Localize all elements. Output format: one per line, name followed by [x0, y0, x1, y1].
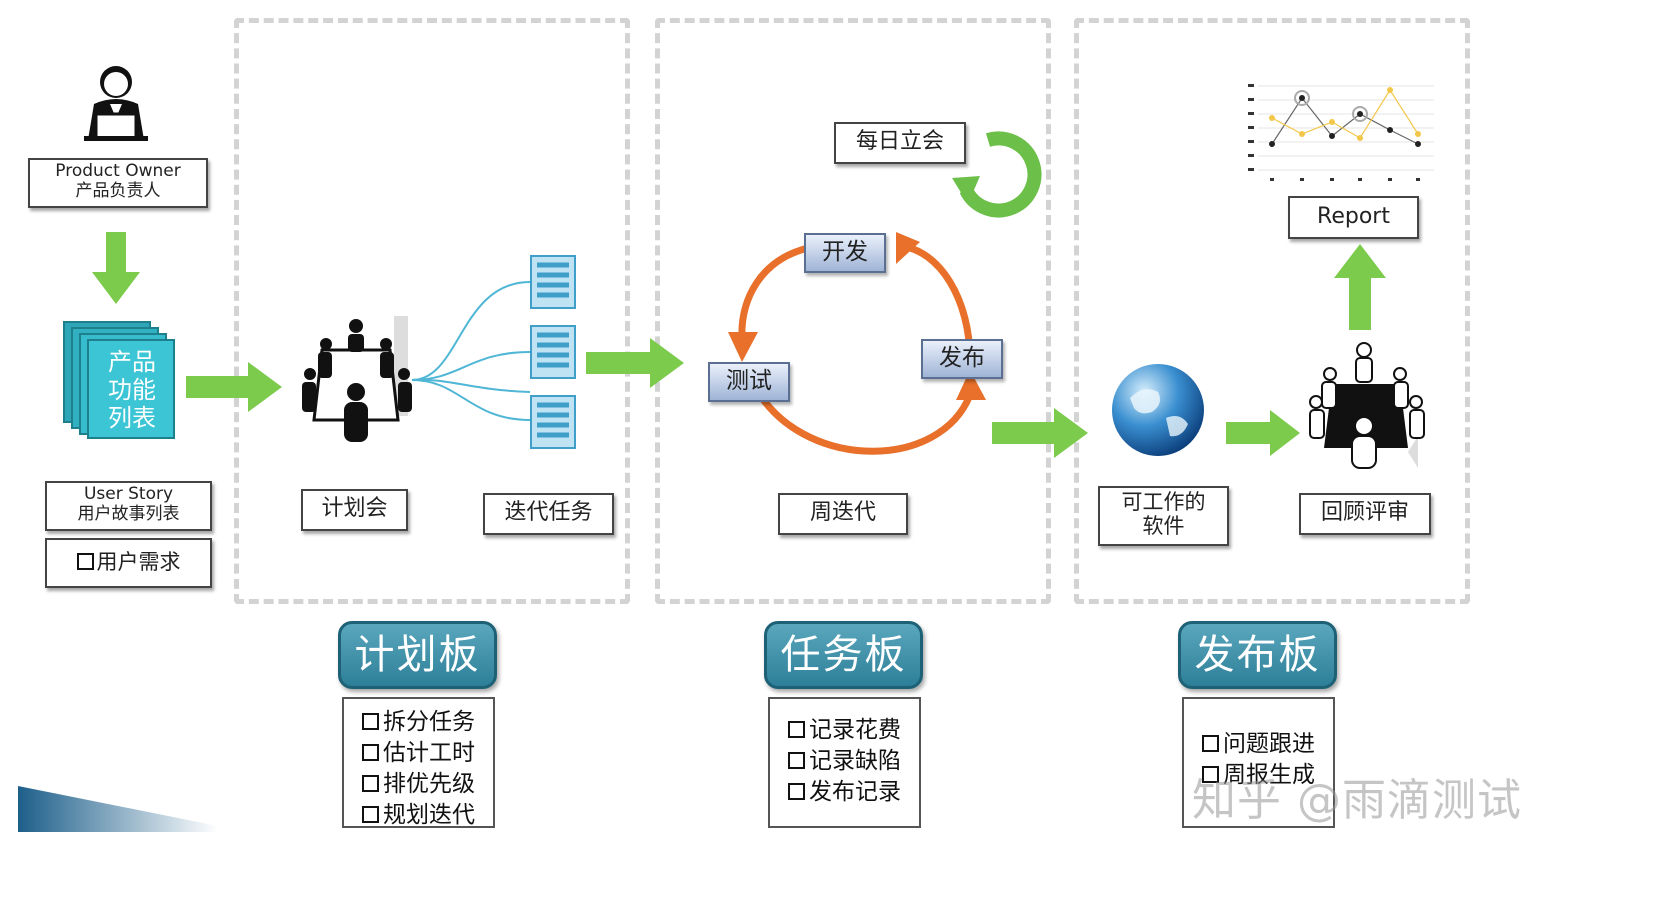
task-board-title: 任务板: [764, 621, 923, 689]
release-label: 发布: [939, 345, 985, 371]
task-document-icon: [530, 255, 576, 309]
product-list-text: 产品 功能 列表: [100, 348, 164, 432]
checklist-item: 拆分任务: [362, 707, 493, 738]
checklist-item: 周报生成: [1202, 760, 1333, 791]
develop-node: 开发: [804, 233, 886, 273]
weekly-iteration-text: 周迭代: [809, 500, 876, 525]
task-board-checklist: 记录花费 记录缺陷 发布记录: [768, 697, 921, 828]
release-board-checklist: 问题跟进 周报生成: [1182, 697, 1335, 828]
product-list-line3: 列表: [108, 404, 156, 432]
product-owner-label: Product Owner 产品负责人: [28, 158, 208, 208]
planning-board-checklist: 拆分任务 估计工时 排优先级 规划迭代: [342, 697, 495, 828]
checklist-item: 发布记录: [788, 777, 919, 808]
checklist-item: 估计工时: [362, 738, 493, 769]
planning-board-title-text: 计划板: [354, 632, 481, 678]
develop-label: 开发: [822, 239, 868, 265]
checklist-item: 排优先级: [362, 769, 493, 800]
decorative-wedge: [18, 786, 218, 832]
release-board-title: 发布板: [1178, 621, 1337, 689]
product-owner-label-en: Product Owner: [55, 161, 181, 181]
task-section-frame: [655, 18, 1051, 604]
user-needs-box: 用户需求: [45, 538, 212, 588]
checklist-item: 规划迭代: [362, 800, 493, 831]
checklist-item: 问题跟进: [1202, 729, 1333, 760]
task-document-icon: [530, 395, 576, 449]
planning-meeting-label: 计划会: [301, 489, 408, 531]
release-section-frame: [1074, 18, 1470, 604]
arrow-right-icon: [1226, 410, 1300, 456]
task-document-icon: [530, 325, 576, 379]
release-node: 发布: [921, 339, 1003, 379]
checkbox-icon: [76, 553, 94, 570]
report-mini-chart: [1248, 84, 1434, 181]
arrow-right-icon: [186, 362, 282, 412]
working-software-label: 可工作的 软件: [1098, 486, 1229, 546]
daily-standup-text: 每日立会: [855, 129, 944, 154]
product-list-line2: 功能: [108, 376, 156, 404]
release-board-title-text: 发布板: [1194, 632, 1321, 678]
test-node: 测试: [708, 362, 790, 402]
task-branch-arrows: [411, 276, 538, 426]
user-story-label-zh: 用户故事列表: [77, 503, 180, 524]
retrospective-label: 回顾评审: [1299, 493, 1431, 535]
refresh-cycle-icon: [952, 131, 1042, 218]
planning-board-title: 计划板: [338, 621, 497, 689]
weekly-iteration-label: 周迭代: [778, 493, 908, 535]
checklist-item: 记录缺陷: [788, 746, 919, 777]
product-owner-label-zh: 产品负责人: [75, 180, 161, 201]
arrow-up-icon: [1334, 244, 1386, 330]
planning-meeting-text: 计划会: [321, 496, 388, 521]
arrow-down-icon: [92, 232, 140, 304]
working-software-line1: 可工作的: [1121, 490, 1206, 514]
arrow-right-icon: [992, 408, 1088, 458]
iteration-tasks-text: 迭代任务: [504, 500, 593, 525]
arrow-right-icon: [586, 338, 684, 388]
task-board-title-text: 任务板: [780, 632, 907, 678]
checklist-item: 记录花费: [788, 715, 919, 746]
user-story-label: User Story 用户故事列表: [45, 481, 212, 531]
report-label: Report: [1288, 196, 1419, 239]
user-needs-label: 用户需求: [96, 550, 181, 574]
retrospective-meeting-icon: [1309, 342, 1425, 469]
watermark: 知乎 @雨滴测试: [1192, 764, 1522, 828]
working-software-line2: 软件: [1142, 514, 1185, 539]
report-text: Report: [1317, 204, 1390, 229]
user-story-label-en: User Story: [83, 484, 174, 504]
product-list-line1: 产品: [108, 348, 156, 376]
planning-section-frame: [234, 18, 630, 604]
iteration-tasks-label: 迭代任务: [483, 493, 614, 535]
product-list-stack-icon: [63, 321, 175, 439]
product-owner-icon: [84, 66, 148, 141]
meeting-table-icon: [302, 316, 412, 442]
globe-icon: [1112, 364, 1204, 456]
retrospective-text: 回顾评审: [1320, 500, 1409, 525]
watermark-text: 知乎 @雨滴测试: [1192, 775, 1522, 826]
test-label: 测试: [726, 368, 772, 394]
daily-standup-label: 每日立会: [834, 122, 966, 164]
